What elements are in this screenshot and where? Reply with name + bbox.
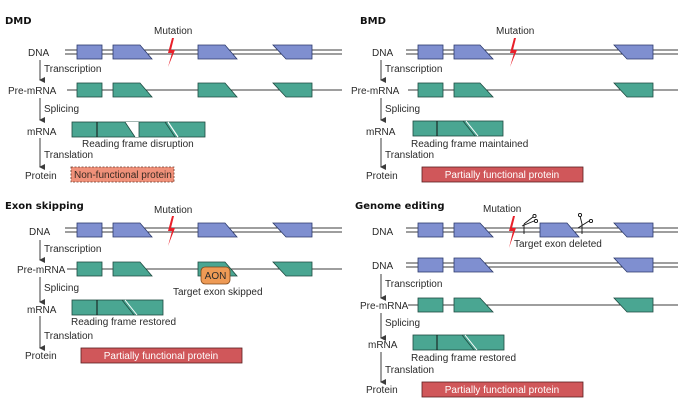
panel-exon-skipping: Exon skipping Mutation DNA Transcription… — [5, 201, 342, 364]
dna-exon — [76, 44, 103, 60]
row-label-pre-mrna: Pre-mRNA — [17, 265, 66, 276]
protein-label: Partially functional protein — [445, 385, 560, 396]
dna-exon-target — [539, 222, 580, 238]
row-label-pre-mrna: Pre-mRNA — [8, 86, 57, 97]
mutation-bolt-icon — [510, 38, 517, 67]
step-label-transcription: Transcription — [44, 64, 101, 75]
dna-exon — [453, 44, 494, 60]
mutation-bolt-icon — [168, 216, 175, 246]
panel-title: DMD — [5, 16, 32, 27]
protein-label: Partially functional protein — [445, 170, 560, 181]
mutation-label: Mutation — [154, 26, 192, 37]
dna-exon — [272, 222, 313, 238]
rna-exon — [613, 82, 654, 98]
dna-exon — [613, 222, 654, 238]
dna-exon — [613, 257, 654, 273]
dna-exon — [417, 222, 444, 238]
mutation-label: Mutation — [496, 26, 534, 37]
dna-exon — [417, 44, 444, 60]
rna-exon — [453, 82, 494, 98]
skip-caption: Target exon skipped — [173, 287, 263, 298]
panel-genome-editing: Genome editing Mutation DNA Target exon … — [355, 201, 678, 398]
row-label-dna: DNA — [372, 227, 393, 238]
dna-exon — [197, 44, 238, 60]
mrna-caption: Reading frame maintained — [411, 139, 528, 150]
dna-exon — [197, 222, 238, 238]
mrna-caption: Reading frame restored — [411, 353, 516, 364]
row-label-dna: DNA — [372, 48, 393, 59]
mrna-transcript — [71, 121, 206, 138]
rna-exon — [76, 82, 103, 98]
row-label-protein: Protein — [25, 171, 57, 182]
row-label-pre-mrna: Pre-mRNA — [360, 301, 409, 312]
row-label-mrna: mRNA — [27, 305, 57, 316]
row-label-protein: Protein — [366, 385, 398, 396]
dna-exon — [272, 44, 313, 60]
rna-exon — [197, 82, 238, 98]
mutation-label: Mutation — [154, 205, 192, 216]
rna-exon — [112, 82, 153, 98]
dna-exon — [453, 257, 494, 273]
dna-exon — [112, 44, 153, 60]
dna-exon — [112, 222, 153, 238]
dna-exon — [417, 257, 444, 273]
mrna-transcript — [71, 299, 164, 316]
mutation-bolt-icon — [168, 38, 175, 67]
scissors-icon — [521, 213, 539, 234]
step-label-translation: Translation — [44, 331, 93, 342]
mrna-transcript — [412, 334, 505, 351]
mrna-caption: Reading frame restored — [71, 317, 176, 328]
step-label-translation: Translation — [44, 150, 93, 161]
row-label-mrna: mRNA — [27, 127, 57, 138]
rna-exon — [417, 297, 444, 313]
protein-label: Non-functional protein — [74, 170, 172, 181]
step-label-transcription: Transcription — [385, 64, 442, 75]
row-label-protein: Protein — [366, 171, 398, 182]
rna-exon — [112, 261, 153, 277]
delete-caption: Target exon deleted — [514, 239, 602, 250]
dna-exon — [453, 222, 494, 238]
rna-exon — [272, 261, 313, 277]
panel-title: BMD — [360, 16, 386, 27]
row-label-mrna: mRNA — [368, 340, 398, 351]
scissors-icon — [577, 212, 594, 234]
panel-bmd: BMD Mutation DNA Transcription Pre-mRNA … — [351, 16, 678, 183]
rna-exon — [272, 82, 313, 98]
step-label-splicing: Splicing — [44, 283, 79, 294]
row-label-dna-edited: DNA — [372, 261, 393, 272]
step-label-translation: Translation — [385, 150, 434, 161]
row-label-pre-mrna: Pre-mRNA — [351, 86, 400, 97]
rna-exon — [613, 297, 654, 313]
row-label-dna: DNA — [29, 227, 50, 238]
dna-exon — [76, 222, 103, 238]
step-label-splicing: Splicing — [44, 104, 79, 115]
aon-label: AON — [205, 271, 227, 282]
protein-bar-partial — [421, 166, 584, 183]
panel-title: Exon skipping — [5, 201, 84, 212]
mrna-caption: Reading frame disruption — [82, 139, 194, 150]
row-label-protein: Protein — [25, 351, 57, 362]
dna-exon — [613, 44, 654, 60]
protein-bar-partial — [80, 347, 243, 364]
protein-bar-nonfunctional — [70, 166, 175, 183]
row-label-mrna: mRNA — [366, 127, 396, 138]
mutation-label: Mutation — [483, 204, 521, 215]
rna-exon — [417, 82, 444, 98]
mutation-bolt-icon — [509, 216, 516, 248]
aon-oligo — [200, 266, 231, 285]
step-label-splicing: Splicing — [385, 104, 420, 115]
protein-bar-partial — [421, 381, 584, 398]
panel-title: Genome editing — [355, 201, 445, 212]
step-label-transcription: Transcription — [385, 279, 442, 290]
step-label-translation: Translation — [385, 365, 434, 376]
rna-exon — [453, 297, 494, 313]
row-label-dna: DNA — [28, 48, 49, 59]
mrna-transcript — [412, 120, 504, 137]
panel-dmd: DMD Mutation DNA Transcription Pre-mRNA … — [5, 16, 342, 183]
step-label-transcription: Transcription — [44, 244, 101, 255]
protein-label: Partially functional protein — [104, 351, 219, 362]
step-label-splicing: Splicing — [385, 318, 420, 329]
rna-exon — [76, 261, 103, 277]
